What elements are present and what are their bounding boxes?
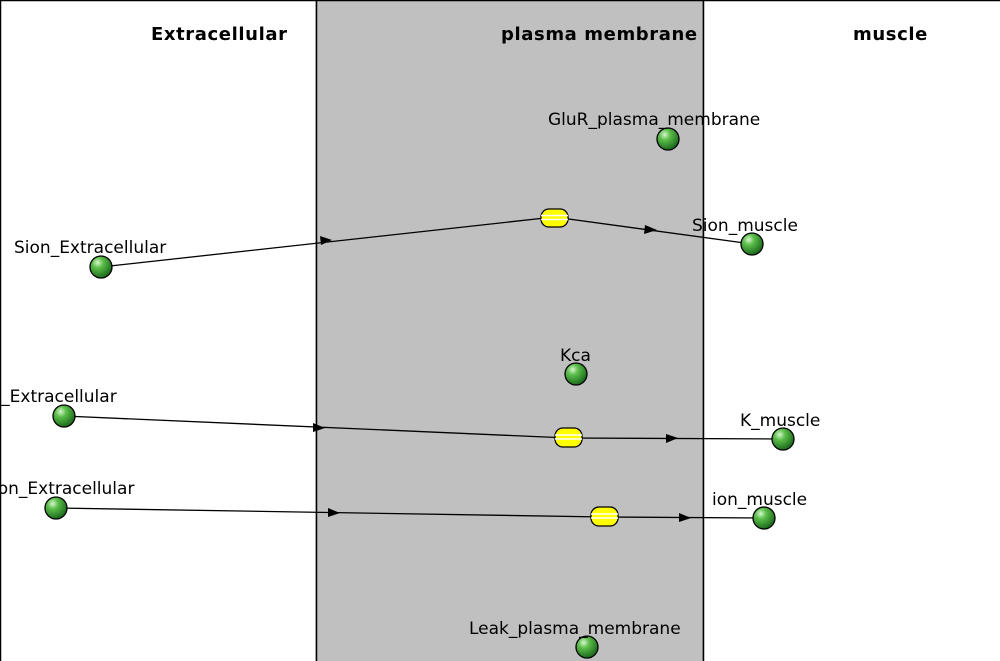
species-node-icon <box>564 362 588 386</box>
channel-ion-icon[interactable] <box>590 506 619 527</box>
reaction-k[interactable] <box>63 415 784 443</box>
species-kca[interactable]: Kca <box>560 346 591 386</box>
species-ion-extracellular[interactable]: ion_Extracellular <box>0 479 134 520</box>
species-sion-extracellular[interactable]: Sion_Extracellular <box>14 238 166 279</box>
species-node-icon <box>771 427 795 451</box>
arrowhead-icon <box>328 508 340 517</box>
species-node-icon <box>575 635 599 659</box>
species-k-muscle[interactable]: K_muscle <box>740 411 820 451</box>
channel-sion-icon[interactable] <box>540 208 569 228</box>
species-label: GluR_plasma_membrane <box>548 110 760 130</box>
species-node-icon <box>89 255 113 279</box>
species-node-icon <box>752 506 776 530</box>
species-node-icon <box>44 496 68 520</box>
species-label: Leak_plasma_membrane <box>469 619 681 639</box>
arrowhead-icon <box>679 513 691 522</box>
species-label: Sion_muscle <box>692 216 798 236</box>
arrowhead-icon <box>666 434 678 443</box>
compartment-title-muscle: muscle <box>853 24 928 45</box>
compartment-extracellular <box>0 0 318 661</box>
species-label: Sion_Extracellular <box>14 238 166 258</box>
reaction-ion[interactable] <box>55 507 765 522</box>
species-node-icon <box>740 232 764 256</box>
species-ion-muscle[interactable]: ion_muscle <box>712 490 807 530</box>
compartment-plasma-membrane <box>315 0 705 661</box>
species-glur-plasma-membrane[interactable]: GluR_plasma_membrane <box>548 110 760 151</box>
arrowhead-icon <box>320 236 332 245</box>
channel-k-icon[interactable] <box>554 427 583 448</box>
compartment-muscle <box>702 0 1000 661</box>
species-label: ion_muscle <box>712 490 807 510</box>
compartment-title-extracellular: Extracellular <box>151 24 288 45</box>
species-label: Kca <box>560 346 591 366</box>
compartment-title-plasma-membrane: plasma membrane <box>501 24 698 45</box>
species-leak-plasma-membrane[interactable]: Leak_plasma_membrane <box>469 619 681 659</box>
arrowhead-icon <box>313 423 325 432</box>
reaction-sion[interactable] <box>100 216 753 268</box>
species-k-extracellular[interactable]: K_Extracellular <box>0 387 117 428</box>
species-node-icon <box>52 404 76 428</box>
species-node-icon <box>656 127 680 151</box>
species-label: ion_Extracellular <box>0 479 134 499</box>
arrowhead-icon <box>644 225 657 234</box>
species-label: K_Extracellular <box>0 387 117 407</box>
species-sion-muscle[interactable]: Sion_muscle <box>692 216 798 256</box>
species-label: K_muscle <box>740 411 820 431</box>
